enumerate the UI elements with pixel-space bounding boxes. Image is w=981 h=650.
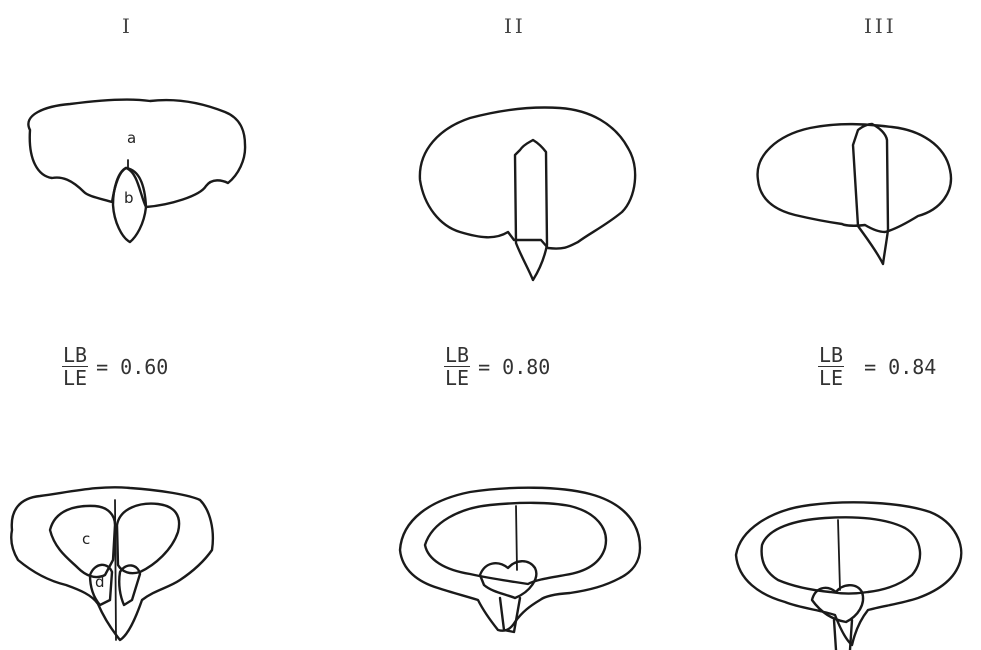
ratio-denominator: LE bbox=[818, 367, 844, 389]
top-figure-ii bbox=[420, 107, 635, 280]
ratio-value: = 0.60 bbox=[96, 355, 168, 379]
ratio-denominator: LE bbox=[62, 367, 88, 389]
part-label-c: c bbox=[82, 530, 90, 548]
top-figure-iii bbox=[758, 124, 951, 264]
ratio-value: = 0.80 bbox=[478, 355, 550, 379]
bottom-figure-ii bbox=[400, 488, 640, 632]
ratio-numerator: LB bbox=[818, 344, 844, 367]
outline-ii bbox=[420, 107, 635, 248]
ratio-denominator: LE bbox=[444, 367, 470, 389]
bottom-inner-right-i bbox=[117, 504, 179, 574]
ratio-numerator: LB bbox=[62, 344, 88, 367]
part-label-b: b bbox=[124, 189, 134, 207]
bottom-lobes-ii bbox=[480, 561, 536, 598]
part-label-d: d bbox=[95, 573, 105, 591]
outline-a-i bbox=[28, 100, 245, 207]
bottom-figure-iii bbox=[736, 502, 961, 650]
bottom-inner-iii bbox=[762, 517, 920, 593]
part-label-a: a bbox=[127, 129, 136, 147]
bottom-outline-ii bbox=[400, 488, 640, 631]
ratio-numerator: LB bbox=[444, 344, 470, 367]
middle-piece-iii bbox=[853, 124, 888, 264]
top-figure-i: a b bbox=[28, 100, 245, 242]
middle-piece-ii bbox=[515, 140, 547, 280]
bottom-figure-i: c d bbox=[11, 487, 213, 640]
ratio-value: = 0.84 bbox=[864, 355, 936, 379]
